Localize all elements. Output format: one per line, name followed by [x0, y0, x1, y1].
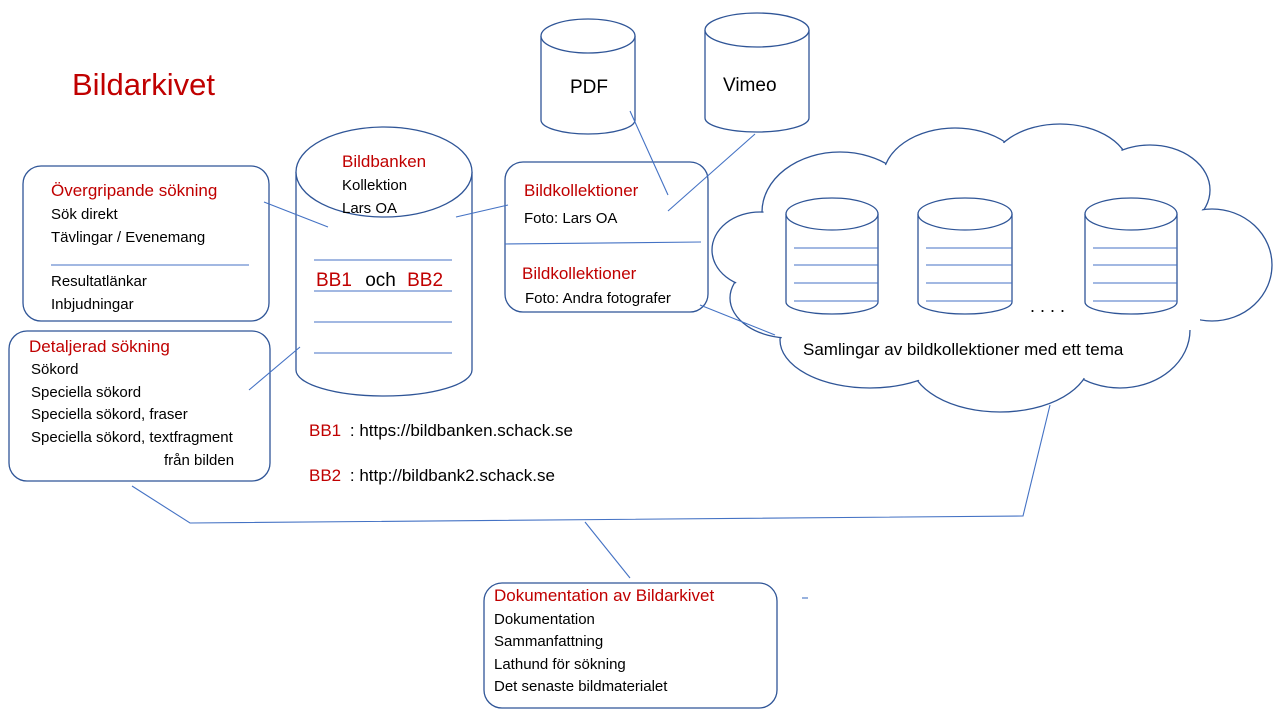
connector-bottom-bus: [131, 404, 1051, 524]
cloud-label: Samlingar av bildkollektioner med ett te…: [803, 340, 1124, 359]
bildbanken-cylinder-body: [295, 172, 473, 397]
bb2-link: BB2 : http://bildbank2.schack.se: [309, 466, 555, 485]
bb1-link: BB1 : https://bildbanken.schack.se: [309, 421, 573, 440]
overview-item: Sök direkt: [51, 206, 119, 223]
overview-item: Resultatlänkar: [51, 273, 147, 290]
overview-item: Tävlingar / Evenemang: [51, 229, 205, 246]
bb1-label: BB1: [316, 270, 352, 291]
connector-overview-bildbanken: [263, 201, 329, 228]
vimeo-cylinder-top: [704, 12, 810, 48]
collections-heading: Bildkollektioner: [524, 181, 639, 200]
overview-item: Inbjudningar: [51, 296, 134, 313]
detail-continuation: från bilden: [164, 452, 234, 469]
detail-item: Speciella sökord, textfragment: [31, 429, 234, 446]
documentation-item: Lathund för sökning: [494, 656, 626, 673]
detail-heading: Detaljerad sökning: [29, 337, 170, 356]
collections-box: Bildkollektioner Foto: Lars OA Bildkolle…: [504, 161, 709, 313]
documentation-box-frame: [483, 582, 778, 709]
connector-collections-cloud: [699, 304, 776, 336]
vimeo-cylinder-body: [704, 30, 810, 133]
connector-bildbanken-collections: [455, 204, 509, 218]
documentation-item: Dokumentation: [494, 611, 595, 628]
detail-item: Speciella sökord: [31, 384, 141, 401]
connector-pdf-collections: [629, 110, 669, 196]
bb1-link-url: : https://bildbanken.schack.se: [350, 421, 573, 440]
detail-item: Sökord: [31, 361, 79, 378]
collections-subtitle: Foto: Lars OA: [524, 210, 617, 227]
bildbanken-cylinder-top: [295, 126, 473, 218]
documentation-item: Det senaste bildmaterialet: [494, 678, 668, 695]
detail-item: Speciella sökord, fraser: [31, 406, 188, 423]
documentation-heading: Dokumentation av Bildarkivet: [494, 586, 714, 605]
diagram-title: Bildarkivet: [72, 67, 215, 102]
och-label: och: [365, 270, 396, 291]
pdf-cylinder-top: [540, 18, 636, 54]
pdf-cylinder: PDF: [540, 18, 636, 135]
overview-search-box: Övergripande sökning Sök direkt Tävlinga…: [22, 165, 270, 322]
documentation-item: Sammanfattning: [494, 633, 603, 650]
pdf-label: PDF: [570, 77, 608, 98]
cloud-cylinder: [785, 197, 879, 315]
detail-search-box: Detaljerad sökning Sökord Speciella söko…: [8, 330, 271, 482]
pdf-cylinder-body: [540, 36, 636, 135]
collections-subtitle: Foto: Andra fotografer: [525, 290, 671, 307]
collections-box-frame: [504, 161, 709, 313]
bb2-link-url: : http://bildbank2.schack.se: [350, 466, 555, 485]
connector-detail-bildbanken: [248, 346, 301, 391]
cloud-ellipsis: . . . .: [1030, 296, 1065, 316]
detail-box-frame: [8, 330, 271, 482]
bildbanken-bb-line: BB1 och BB2: [316, 270, 443, 291]
bb1-link-label: BB1: [309, 421, 341, 440]
vimeo-cylinder: Vimeo: [704, 12, 810, 133]
vimeo-label: Vimeo: [723, 75, 777, 96]
connector-vimeo-collections: [667, 133, 756, 212]
bildbanken-line: Kollektion: [342, 177, 407, 194]
collections-heading: Bildkollektioner: [522, 264, 637, 283]
cloud-cylinder: [1084, 197, 1178, 315]
collections-cloud: . . . . Samlingar av bildkollektioner me…: [711, 123, 1273, 413]
bb2-label: BB2: [407, 270, 443, 291]
cloud-cylinder: [917, 197, 1013, 315]
bildbanken-cylinder: Bildbanken Kollektion Lars OA BB1 och BB…: [295, 126, 473, 397]
connectors: [131, 110, 1051, 599]
overview-heading: Övergripande sökning: [51, 181, 217, 200]
documentation-box: Dokumentation av Bildarkivet Dokumentati…: [483, 582, 778, 709]
bildbanken-line: Lars OA: [342, 200, 397, 217]
overview-box-frame: [22, 165, 270, 322]
collections-divider: [504, 241, 702, 245]
connector-bus-documentation: [584, 521, 631, 579]
bildbanken-title: Bildbanken: [342, 152, 426, 171]
bb2-link-label: BB2: [309, 466, 341, 485]
